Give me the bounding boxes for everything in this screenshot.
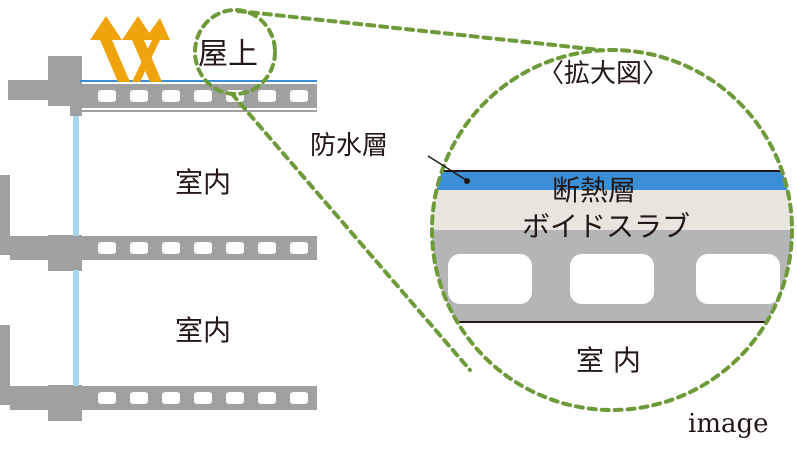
exterior-wall-mid bbox=[0, 175, 10, 255]
wall-column-top bbox=[70, 56, 82, 116]
zoom-title: 〈拡大図〉 bbox=[538, 59, 668, 89]
window-upper bbox=[73, 116, 79, 236]
waterproof-layer-band bbox=[432, 172, 792, 190]
image-caption: image bbox=[688, 409, 769, 439]
zoom-detail: 〈拡大図〉 防水層 断熱層 ボイドスラブ 室 内 bbox=[310, 48, 794, 412]
zoom-tangent-upper bbox=[236, 9, 602, 52]
void-slab-label: ボイドスラブ bbox=[522, 210, 690, 243]
roof-slab-voids bbox=[98, 90, 116, 102]
zoom-source-circle bbox=[193, 8, 277, 96]
waterproof-top-line bbox=[432, 170, 792, 172]
insulation-layer-label: 断熱層 bbox=[552, 174, 636, 207]
indoor-upper-label: 室内 bbox=[175, 166, 231, 199]
zoom-circle-outline bbox=[430, 48, 794, 412]
waterproof-leader-dot bbox=[464, 178, 470, 184]
void-slab-holes bbox=[448, 254, 780, 304]
slab-void-repeats bbox=[130, 90, 308, 404]
zoom-indoor-label: 室 内 bbox=[576, 344, 641, 377]
zoom-tangent-lower bbox=[230, 92, 472, 372]
waterproof-layer-label: 防水層 bbox=[310, 131, 388, 161]
waterproof-leader-line bbox=[427, 155, 467, 181]
lower-slab-voids bbox=[98, 392, 116, 404]
heat-arrows-icon bbox=[90, 16, 170, 82]
window-lower bbox=[73, 270, 79, 386]
zoom-indicator bbox=[193, 8, 602, 372]
building-section: 屋上 室内 室内 bbox=[0, 16, 317, 421]
roof-ceiling-line bbox=[80, 110, 317, 112]
indoor-lower-label: 室内 bbox=[175, 314, 231, 347]
rooftop-label: 屋上 bbox=[198, 37, 258, 72]
insulation-layer-band bbox=[432, 190, 792, 230]
ceiling-line bbox=[432, 321, 792, 323]
roof-waterproof-line bbox=[80, 80, 317, 82]
exterior-wall-low bbox=[0, 325, 10, 405]
middle-slab-voids bbox=[98, 242, 116, 254]
